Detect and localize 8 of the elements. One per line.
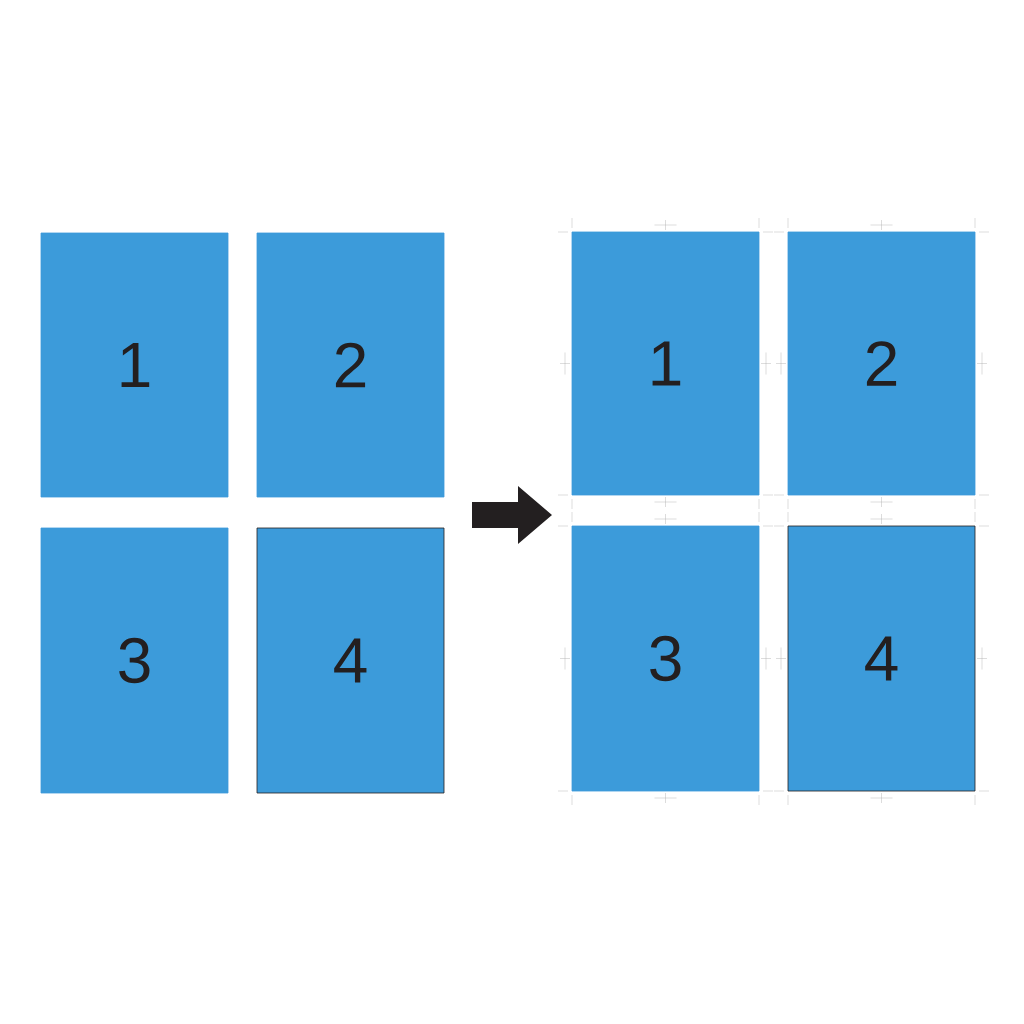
page-box: 3 <box>40 527 229 794</box>
page-box: 2 <box>256 232 445 498</box>
page-box: 1 <box>40 232 229 498</box>
page-box: 4 <box>787 525 976 792</box>
page-box: 1 <box>571 231 760 496</box>
page-box: 4 <box>256 527 445 794</box>
page-box: 2 <box>787 231 976 496</box>
page-box: 3 <box>571 525 760 792</box>
